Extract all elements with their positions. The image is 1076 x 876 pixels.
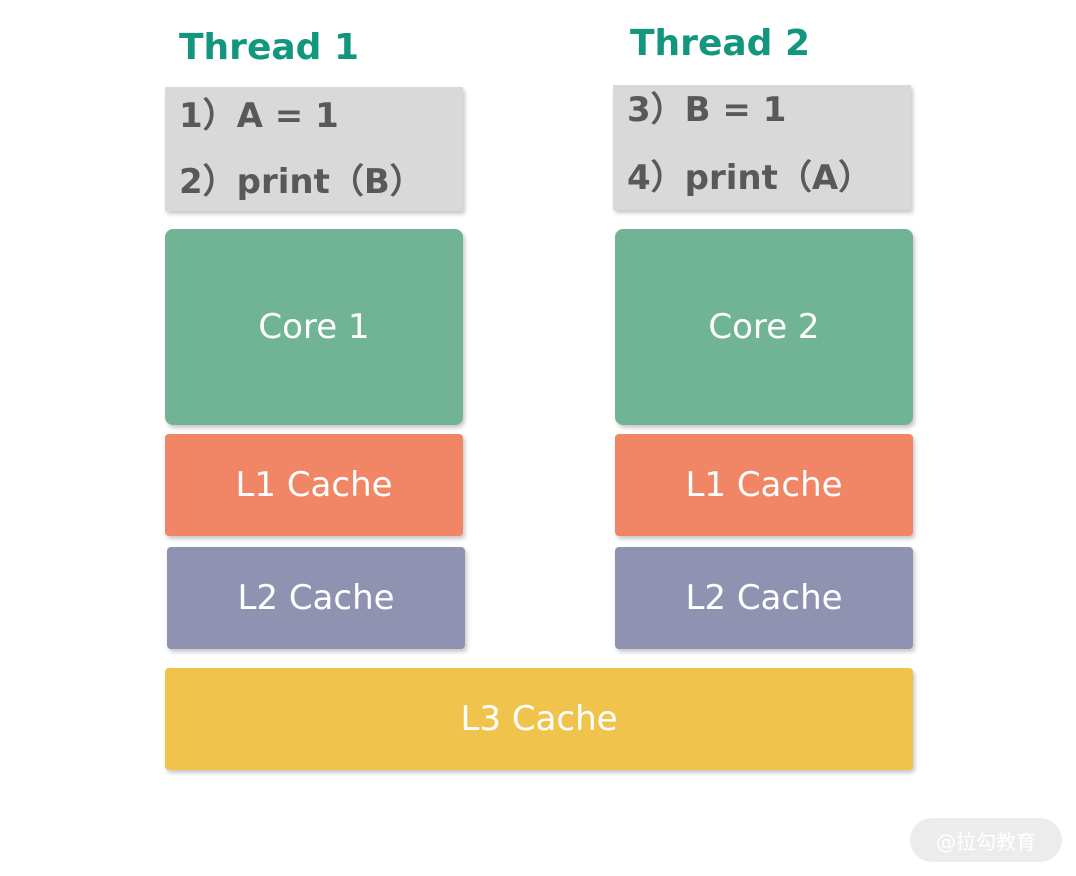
core-2-l1-label: L1 Cache [685,465,843,505]
thread-2-title: Thread 2 [630,23,810,64]
core-2-block: Core 2 [615,229,913,425]
core-2-l2-label: L2 Cache [685,578,843,618]
thread-1-code-line-2: 2）print（B） [179,162,424,202]
thread-1-code-line-1: 1）A = 1 [179,96,339,136]
core-2-l2-cache: L2 Cache [615,547,913,649]
core-1-l2-cache: L2 Cache [167,547,465,649]
core-1-l2-label: L2 Cache [237,578,395,618]
thread-2-code-box: 3）B = 1 4）print（A） [613,85,911,210]
thread-2-code-line-2: 4）print（A） [627,158,873,198]
l3-label: L3 Cache [460,699,618,739]
core-1-block: Core 1 [165,229,463,425]
watermark-text: @拉勾教育 [936,829,1036,854]
core-1-label: Core 1 [258,307,370,347]
core-1-l1-label: L1 Cache [235,465,393,505]
thread-2-code-line-1: 3）B = 1 [627,90,787,130]
core-2-l1-cache: L1 Cache [615,434,913,536]
shared-l3-cache: L3 Cache [165,668,913,770]
thread-1-code-box: 1）A = 1 2）print（B） [165,87,463,211]
core-1-l1-cache: L1 Cache [165,434,463,536]
watermark-badge: @拉勾教育 [910,818,1062,862]
thread-1-title: Thread 1 [179,27,359,68]
core-2-label: Core 2 [708,307,820,347]
